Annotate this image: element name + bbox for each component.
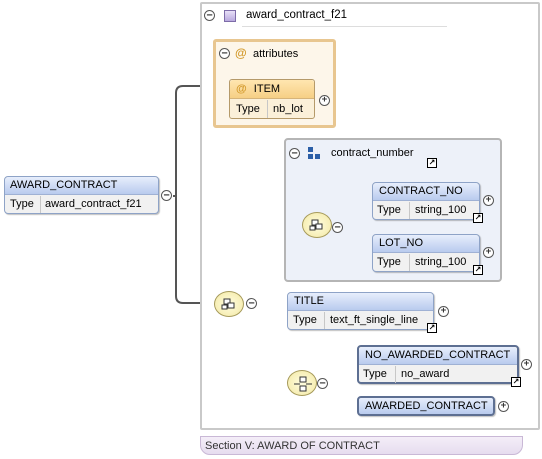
reference-arrow-icon[interactable]: ↗ — [473, 213, 483, 223]
attributes-collapse-icon[interactable]: − — [219, 48, 230, 59]
element-type-row: Type text_ft_single_line — [288, 312, 433, 329]
lot-no-expand-icon[interactable]: + — [483, 247, 494, 258]
element-name: AWARD_CONTRACT — [10, 179, 118, 191]
root-element-award-contract[interactable]: AWARD_CONTRACT Type award_contract_f21 — [4, 176, 159, 214]
attribute-name: ITEM — [253, 83, 281, 95]
group-name: contract_number — [331, 147, 414, 159]
reference-arrow-icon[interactable]: ↗ — [427, 323, 437, 333]
no-awarded-contract-expand-icon[interactable]: + — [521, 359, 532, 370]
sequence-icon — [221, 298, 235, 310]
element-header: LOT_NO — [373, 235, 479, 253]
attributes-label: attributes — [253, 48, 299, 60]
type-label: Type — [363, 368, 387, 380]
sequence-icon — [309, 219, 323, 231]
reference-arrow-icon[interactable]: ↗ — [427, 158, 437, 168]
sequence-collapse-icon[interactable]: − — [332, 222, 343, 233]
annotation-text: Section V: AWARD OF CONTRACT — [205, 440, 380, 452]
element-type-row: Type string_100 — [373, 254, 479, 271]
complex-type-collapse-icon[interactable]: − — [204, 10, 215, 21]
element-title[interactable]: TITLE Type text_ft_single_line ↗ — [287, 292, 437, 333]
type-value: string_100 — [415, 256, 467, 268]
choice-compositor[interactable] — [287, 370, 317, 396]
attribute-icon: @ — [235, 46, 247, 60]
element-name: NO_AWARDED_CONTRACT — [365, 349, 511, 361]
annotation-tab: Section V: AWARD OF CONTRACT — [200, 436, 523, 455]
type-value: no_award — [401, 368, 450, 380]
attribute-header: @ ITEM — [230, 80, 314, 99]
element-header: TITLE — [288, 293, 433, 311]
element-contract-no[interactable]: CONTRACT_NO Type string_100 ↗ — [372, 182, 483, 223]
main-sequence-collapse-icon[interactable]: − — [246, 298, 257, 309]
choice-collapse-icon[interactable]: − — [317, 378, 328, 389]
element-lot-no[interactable]: LOT_NO Type string_100 ↗ — [372, 234, 483, 275]
element-no-awarded-contract[interactable]: NO_AWARDED_CONTRACT Type no_award ↗ — [357, 345, 521, 387]
element-type-row: Type string_100 — [373, 202, 479, 219]
root-collapse-icon[interactable]: − — [161, 190, 172, 201]
attribute-item[interactable]: @ ITEM Type nb_lot — [229, 79, 315, 119]
type-value: nb_lot — [273, 103, 303, 115]
element-type-row: Type award_contract_f21 — [5, 196, 158, 213]
complex-type-icon — [224, 10, 236, 22]
group-collapse-icon[interactable]: − — [289, 148, 300, 159]
element-name: CONTRACT_NO — [379, 185, 463, 197]
reference-arrow-icon[interactable]: ↗ — [511, 377, 521, 387]
title-expand-icon[interactable]: + — [438, 306, 449, 317]
sequence-compositor[interactable] — [302, 212, 332, 238]
element-header: AWARD_CONTRACT — [5, 177, 158, 195]
type-value: award_contract_f21 — [45, 198, 142, 210]
element-type-row: Type no_award — [359, 366, 517, 383]
element-name: AWARDED_CONTRACT — [365, 400, 488, 412]
attribute-expand-icon[interactable]: + — [319, 95, 330, 106]
element-awarded-contract[interactable]: AWARDED_CONTRACT — [357, 396, 495, 416]
element-name: TITLE — [294, 295, 324, 307]
type-label: Type — [377, 204, 401, 216]
type-label: Type — [236, 103, 260, 115]
type-label: Type — [10, 198, 34, 210]
title-underline — [242, 26, 447, 27]
type-label: Type — [377, 256, 401, 268]
attribute-type-row: Type nb_lot — [230, 100, 314, 118]
element-name: LOT_NO — [379, 237, 424, 249]
contract-no-expand-icon[interactable]: + — [483, 195, 494, 206]
reference-arrow-icon[interactable]: ↗ — [473, 265, 483, 275]
choice-icon — [294, 376, 312, 392]
type-label: Type — [293, 314, 317, 326]
attributes-group[interactable]: − @ attributes @ ITEM Type nb_lot + — [213, 39, 336, 128]
group-icon — [308, 147, 321, 161]
main-sequence-compositor[interactable] — [214, 291, 244, 317]
element-header: NO_AWARDED_CONTRACT — [359, 347, 517, 365]
complex-type-name: award_contract_f21 — [246, 9, 348, 21]
type-value: text_ft_single_line — [330, 314, 419, 326]
attribute-icon: @ — [236, 83, 247, 95]
awarded-contract-expand-icon[interactable]: + — [498, 401, 509, 412]
element-header: CONTRACT_NO — [373, 183, 479, 201]
type-value: string_100 — [415, 204, 467, 216]
